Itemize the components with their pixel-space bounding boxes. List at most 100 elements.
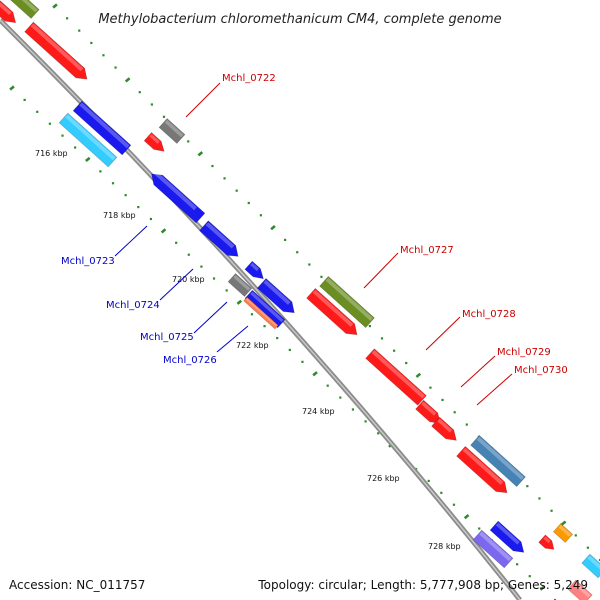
gene-block[interactable]	[581, 553, 600, 579]
tick-label: 718 kbp	[103, 211, 136, 220]
gene-block[interactable]	[8, 0, 40, 19]
gene-block[interactable]	[489, 520, 528, 557]
gc-dot	[137, 205, 140, 209]
gc-dot	[339, 396, 342, 399]
gc-dot	[223, 177, 226, 180]
gc-dot	[528, 575, 531, 578]
gene-mchl-0723[interactable]	[147, 169, 206, 224]
gc-dot	[236, 299, 243, 305]
gc-dot	[74, 146, 77, 149]
gene-block[interactable]	[567, 579, 593, 600]
gc-dot	[308, 263, 311, 266]
gc-dot	[48, 122, 51, 125]
gc-dot	[263, 325, 266, 328]
gc-dot	[539, 585, 546, 591]
gene-block[interactable]	[0, 0, 20, 27]
gene-block[interactable]	[58, 112, 118, 168]
gc-dot	[288, 348, 291, 352]
callout-line	[425, 316, 461, 351]
gene-block[interactable]	[199, 220, 243, 261]
gc-dot	[312, 371, 318, 377]
gene-block[interactable]	[306, 288, 362, 339]
gene-mchl-0726[interactable]	[244, 289, 286, 329]
gc-dot	[465, 423, 468, 426]
gc-dot	[429, 386, 432, 389]
gc-dot	[574, 534, 577, 537]
gc-dot	[90, 41, 93, 45]
gc-dot	[85, 156, 91, 163]
tick-label: 720 kbp	[172, 275, 205, 284]
gc-dot	[560, 520, 567, 526]
gc-dot	[276, 336, 279, 340]
gc-dot	[114, 66, 117, 69]
gene-label-mchl-0729[interactable]: Mchl_0729	[497, 347, 551, 358]
gene-block[interactable]	[552, 523, 574, 543]
gene-block[interactable]	[538, 534, 558, 553]
gene-label-mchl-0722[interactable]: Mchl_0722	[222, 73, 276, 84]
tick-label: 726 kbp	[367, 474, 400, 483]
gc-dot	[52, 3, 58, 9]
gene-block[interactable]	[256, 278, 298, 317]
gene-mchl-0722[interactable]	[158, 118, 186, 144]
gc-dot	[259, 214, 262, 217]
gene-label-mchl-0724[interactable]: Mchl_0724	[106, 300, 160, 311]
tick-label: 728 kbp	[428, 542, 461, 551]
gc-dot	[598, 558, 600, 562]
tick-label: 724 kbp	[302, 407, 335, 416]
gc-dot	[427, 479, 430, 483]
accession-label: Accession: NC_011757	[9, 578, 146, 592]
gc-dot	[124, 77, 131, 83]
callout-line	[363, 252, 399, 289]
gc-dot	[326, 384, 329, 387]
gc-dot	[415, 372, 422, 378]
gene-block[interactable]	[243, 296, 279, 330]
gene-mchl-0730[interactable]	[456, 446, 512, 497]
gc-dot	[212, 277, 216, 280]
gc-dot	[270, 224, 276, 231]
gc-dot	[197, 151, 204, 157]
gc-dot	[296, 251, 299, 254]
gc-dot	[162, 115, 166, 118]
gene-label-mchl-0728[interactable]: Mchl_0728	[462, 309, 516, 320]
gene-block[interactable]	[24, 21, 92, 84]
gc-dot	[452, 503, 456, 506]
gc-dot	[200, 265, 203, 268]
gene-block[interactable]	[431, 416, 461, 445]
gene-label-mchl-0730[interactable]: Mchl_0730	[514, 365, 568, 376]
gc-dot	[368, 324, 371, 328]
gene-mchl-0728[interactable]	[365, 348, 427, 406]
gc-dot	[586, 546, 589, 549]
gene-mchl-0727[interactable]	[319, 276, 375, 328]
gene-label-mchl-0727[interactable]: Mchl_0727	[400, 245, 454, 256]
tick-marks: 716 kbp 718 kbp 720 kbp 722 kbp 724 kbp …	[35, 149, 461, 551]
gc-dot	[187, 140, 190, 143]
callout-line	[216, 325, 249, 353]
gene-label-mchl-0725[interactable]: Mchl_0725	[140, 332, 194, 343]
gc-dot	[380, 337, 384, 340]
gc-dot	[284, 238, 287, 242]
tick-label: 716 kbp	[35, 149, 68, 158]
callout-line	[476, 373, 513, 406]
gc-dot	[225, 289, 228, 292]
gene-mchl-0725[interactable]	[227, 273, 253, 297]
callout-line	[193, 301, 228, 334]
gene-label-mchl-0723[interactable]: Mchl_0723	[61, 256, 115, 267]
gene-block[interactable]	[143, 132, 168, 156]
gc-dot	[364, 420, 367, 423]
gc-dot	[160, 228, 167, 234]
gene-mchl-0729[interactable]	[470, 435, 526, 487]
gene-mchl-0724[interactable]	[244, 260, 267, 283]
gc-dot	[124, 194, 127, 197]
gc-dot	[150, 103, 153, 106]
callout-line	[460, 355, 496, 388]
gene-callouts: Mchl_0722 Mchl_0723 Mchl_0724 Mchl_0725 …	[61, 73, 568, 406]
gene-label-mchl-0726[interactable]: Mchl_0726	[163, 355, 217, 366]
gene-block[interactable]	[472, 529, 514, 569]
gene-block[interactable]	[72, 100, 132, 156]
gc-dot	[235, 189, 238, 192]
gc-dot	[441, 398, 444, 402]
gc-dot	[301, 360, 304, 363]
gc-dot	[9, 85, 15, 91]
